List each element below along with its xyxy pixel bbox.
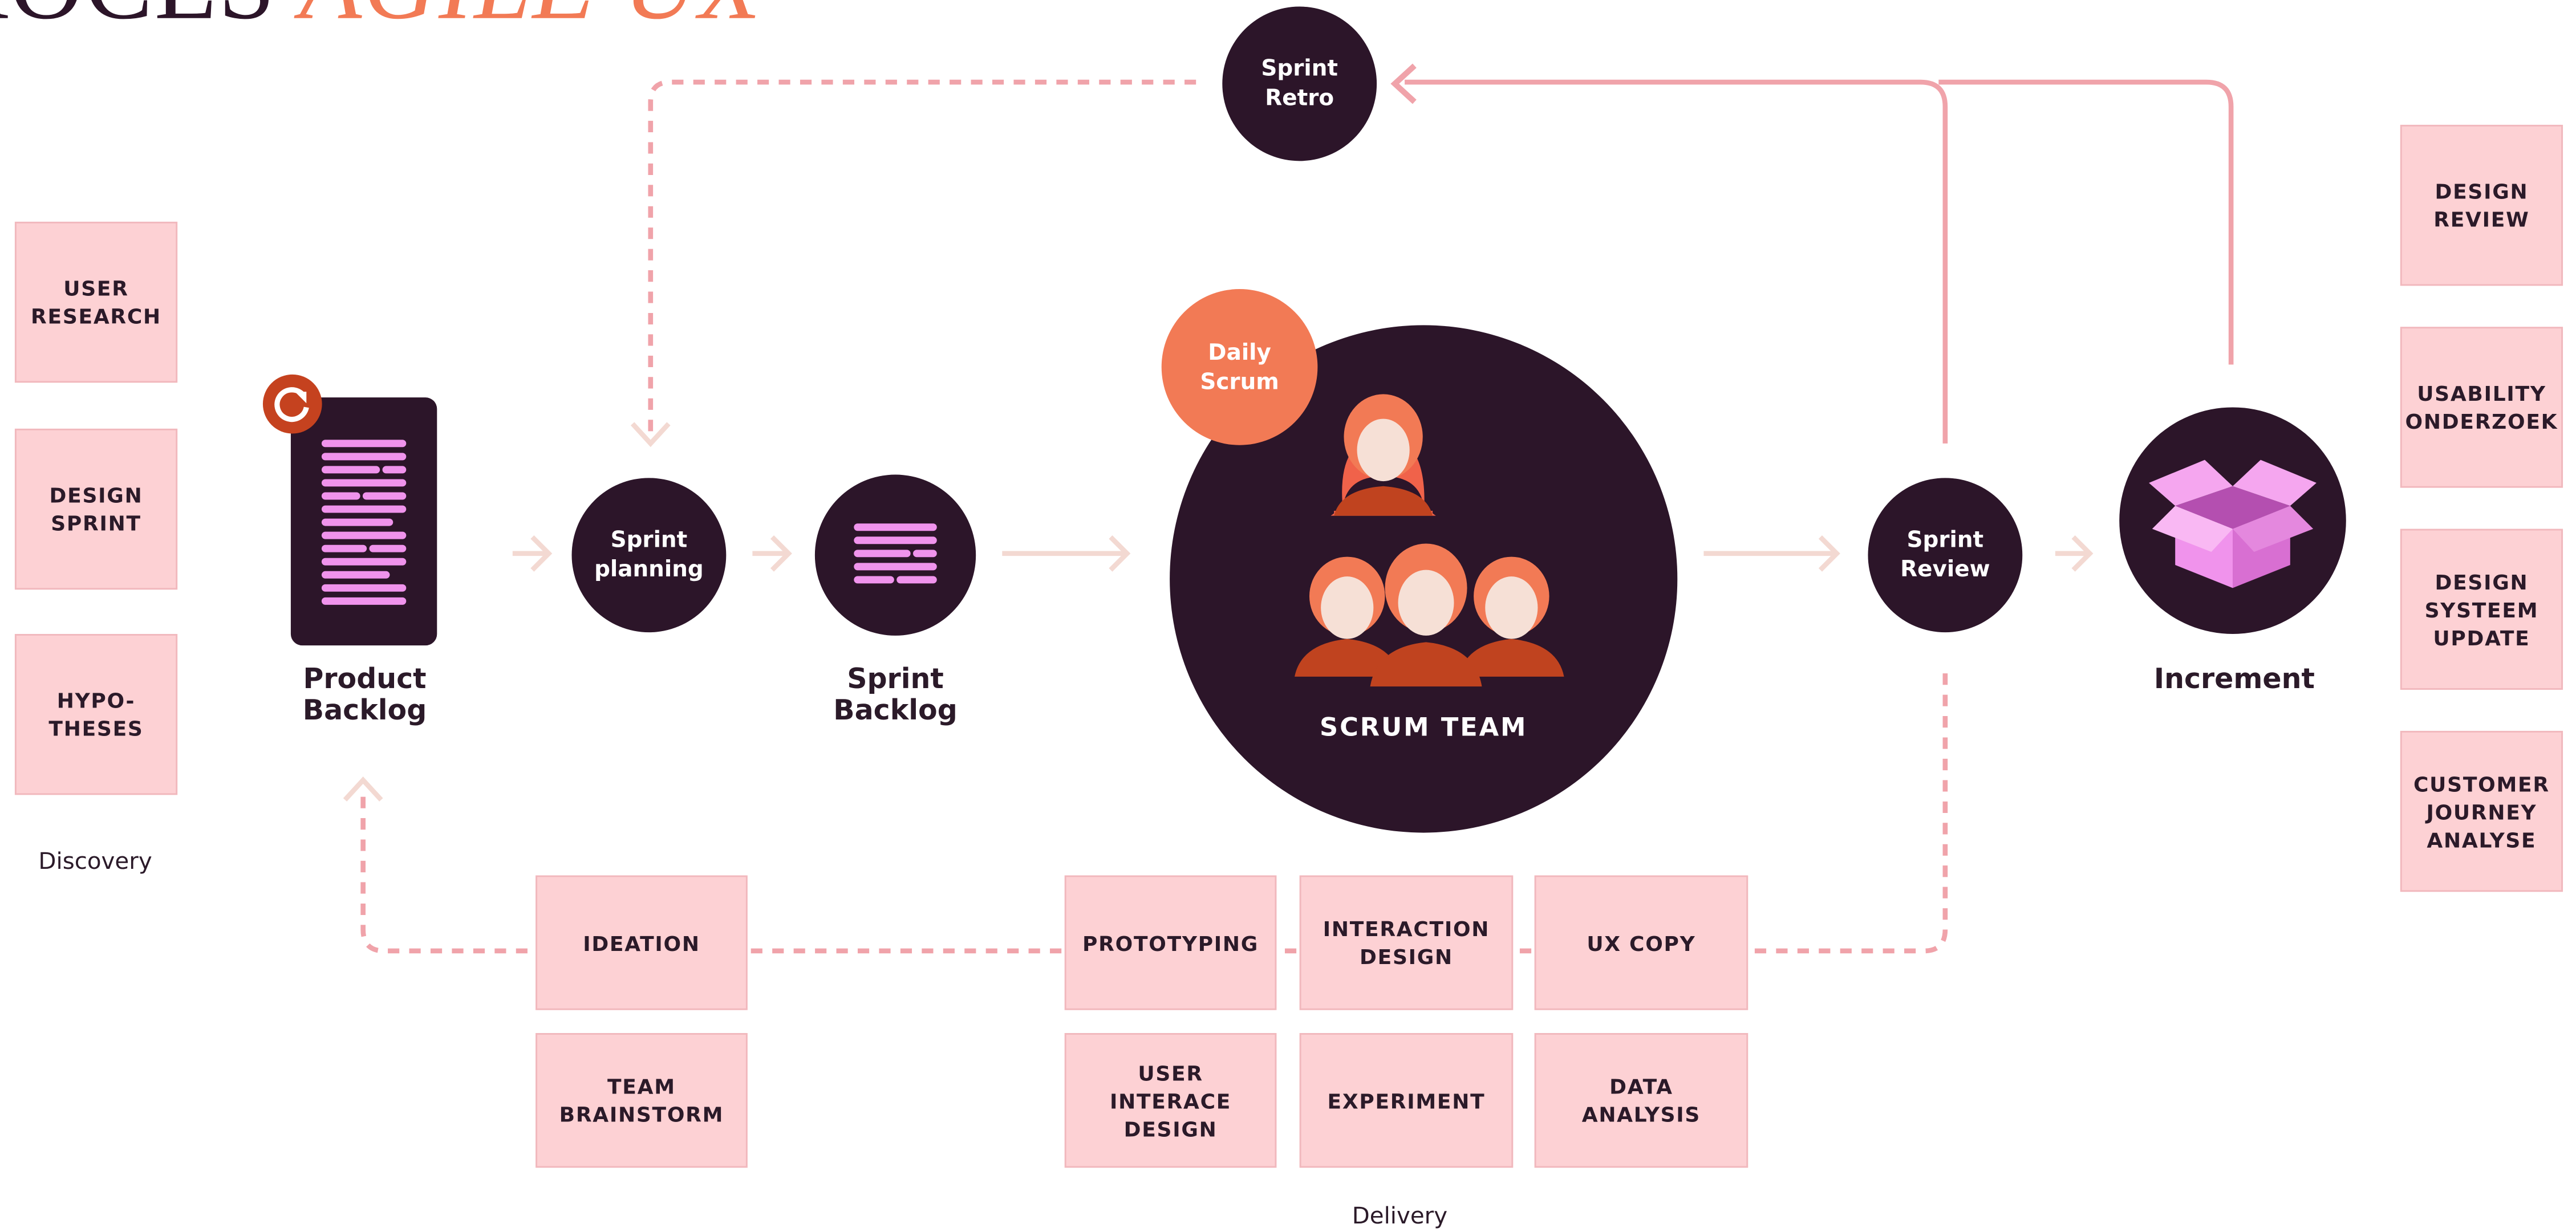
sprint-retro-node: Sprint Retro <box>1222 6 1377 161</box>
page-title: PROCESAGILE UX <box>0 0 762 36</box>
product-backlog-icon <box>290 397 437 646</box>
delivery-card-team-brainstorm: TEAM BRAINSTORM <box>536 1033 748 1168</box>
delivery-card-user-interace-design: USER INTERACE DESIGN <box>1064 1033 1277 1168</box>
flow-arrow-team-to-review <box>1703 535 1840 572</box>
sprint-review-node: Sprint Review <box>1868 478 2023 633</box>
retro-to-planning-dashed-line <box>648 79 1196 441</box>
discovery-caption: Discovery <box>38 849 152 876</box>
title-part-1: PROCES <box>0 0 277 41</box>
product-backlog-label: Product Backlog <box>302 663 427 728</box>
review-card-design-systeem-update: DESIGN SYSTEEM UPDATE <box>2400 528 2563 690</box>
review-card-design-review: DESIGN REVIEW <box>2400 124 2563 286</box>
increment-node <box>2119 407 2346 634</box>
backlog-up-arrowhead <box>343 776 383 802</box>
flow-arrow-sprint-backlog-to-team <box>1002 535 1131 572</box>
review-card-customer-journey-analyse: CUSTOMER JOURNEY ANALYSE <box>2400 730 2563 892</box>
delivery-card-interaction-design: INTERACTION DESIGN <box>1299 875 1514 1010</box>
delivery-card-prototyping: PROTOTYPING <box>1064 875 1277 1010</box>
sprint-backlog-node <box>814 474 976 636</box>
delivery-loop-dashed-line <box>360 673 1948 954</box>
discovery-card-user-research: USER RESEARCH <box>14 221 178 383</box>
sprint-backlog-lines-icon <box>854 523 937 584</box>
delivery-card-ux-copy: UX COPY <box>1534 875 1749 1010</box>
sprint-planning-node: Sprint planning <box>571 478 727 633</box>
team-people-icon <box>1295 394 1564 687</box>
planning-down-arrowhead <box>630 422 671 448</box>
flow-arrow-review-to-increment <box>2055 535 2094 572</box>
flow-arrow-planning-to-sprint-backlog <box>752 535 792 572</box>
discovery-card-hypotheses: HYPO- THESES <box>14 633 178 795</box>
delivery-card-data-analysis: DATA ANALYSIS <box>1534 1033 1749 1168</box>
flow-arrow-backlog-to-planning <box>512 535 553 572</box>
delivery-caption: Delivery <box>1352 1203 1448 1230</box>
daily-scrum-node: Daily Scrum <box>1161 289 1318 445</box>
title-part-2: AGILE UX <box>299 0 762 41</box>
retro-arrowhead <box>1390 63 1417 104</box>
increment-label: Increment <box>2153 663 2315 697</box>
refresh-icon <box>262 374 322 434</box>
delivery-card-ideation: IDEATION <box>536 875 748 1010</box>
sprint-backlog-label: Sprint Backlog <box>833 663 958 728</box>
review-card-usability-onderzoek: USABILITY ONDERZOEK <box>2400 327 2563 488</box>
open-box-icon <box>2149 460 2317 588</box>
scrum-team-label: SCRUM TEAM <box>1320 713 1528 743</box>
review-to-retro-line <box>1405 79 1948 444</box>
increment-to-retro-line <box>1938 79 2234 365</box>
backlog-lines-icon <box>321 440 407 605</box>
discovery-card-design-sprint: DESIGN SPRINT <box>14 428 178 590</box>
delivery-card-experiment: EXPERIMENT <box>1299 1033 1514 1168</box>
